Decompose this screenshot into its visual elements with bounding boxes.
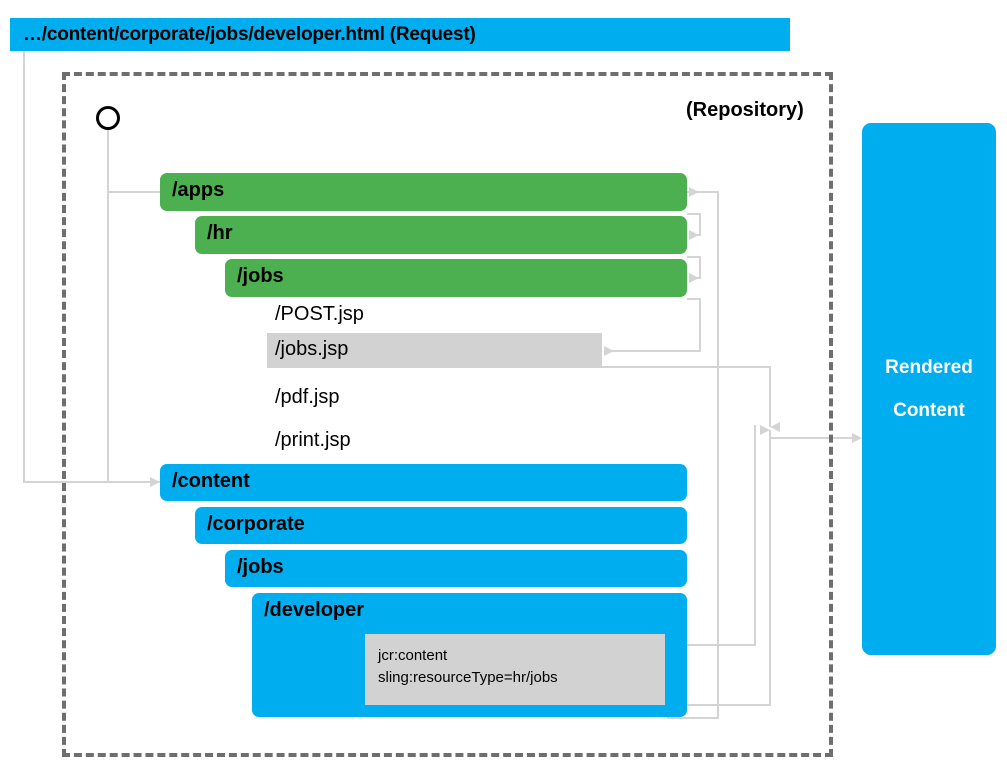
rendered-content-line1: Rendered bbox=[885, 357, 973, 378]
script-jobs-jsp[interactable]: /jobs.jsp bbox=[267, 333, 602, 368]
repository-label: (Repository) bbox=[686, 99, 804, 121]
jcr-content-properties[interactable]: jcr:content sling:resourceType=hr/jobs bbox=[365, 634, 665, 705]
script-post-jsp[interactable]: /POST.jsp bbox=[267, 298, 602, 333]
script-post-jsp-label: /POST.jsp bbox=[275, 303, 364, 325]
rendered-content-line2: Content bbox=[893, 400, 965, 421]
sling-resource-type: sling:resourceType=hr/jobs bbox=[378, 669, 558, 686]
root-node-circle-icon bbox=[96, 106, 120, 130]
node-developer-label: /developer bbox=[264, 599, 365, 621]
repository-frame bbox=[62, 72, 833, 757]
script-print-jsp[interactable]: /print.jsp bbox=[267, 424, 602, 459]
node-content-label: /content bbox=[172, 470, 250, 492]
node-apps[interactable]: /apps bbox=[160, 173, 687, 211]
node-apps-jobs-label: /jobs bbox=[237, 265, 284, 287]
script-pdf-jsp-label: /pdf.jsp bbox=[275, 386, 340, 408]
node-apps-jobs[interactable]: /jobs bbox=[225, 259, 687, 297]
node-hr-label: /hr bbox=[207, 222, 233, 244]
script-print-jsp-label: /print.jsp bbox=[275, 429, 351, 451]
node-hr[interactable]: /hr bbox=[195, 216, 687, 254]
request-bar: …/content/corporate/jobs/developer.html … bbox=[10, 18, 790, 51]
jcr-content-name: jcr:content bbox=[378, 647, 448, 664]
node-corporate-label: /corporate bbox=[207, 513, 305, 535]
script-pdf-jsp[interactable]: /pdf.jsp bbox=[267, 381, 602, 416]
script-jobs-jsp-label: /jobs.jsp bbox=[275, 338, 349, 360]
node-content-jobs-label: /jobs bbox=[237, 556, 284, 578]
node-content[interactable]: /content bbox=[160, 464, 687, 501]
request-path-label: …/content/corporate/jobs/developer.html … bbox=[23, 23, 476, 45]
node-corporate[interactable]: /corporate bbox=[195, 507, 687, 544]
rendered-content-panel: Rendered Content bbox=[862, 123, 996, 655]
node-content-jobs[interactable]: /jobs bbox=[225, 550, 687, 587]
node-apps-label: /apps bbox=[172, 179, 225, 201]
